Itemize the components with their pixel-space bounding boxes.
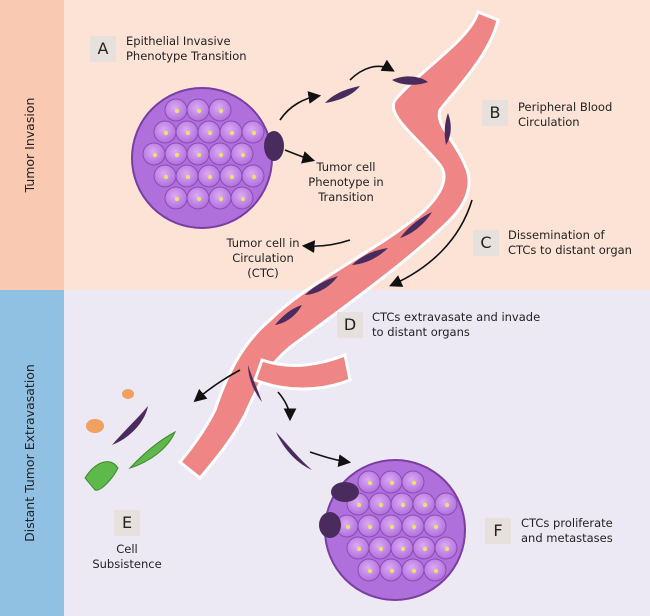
step-b-line2: Circulation: [518, 115, 580, 129]
subsistence-cells: [84, 389, 177, 491]
step-f-line1: CTCs proliferate: [521, 516, 613, 530]
step-c-badge: C: [473, 230, 499, 256]
primary-tumor: [131, 87, 284, 229]
circulation-callout-line2: Circulation: [232, 251, 294, 265]
step-d-line2: to distant organs: [372, 325, 470, 339]
step-f-line2: and metastases: [521, 531, 613, 545]
step-c-line2: CTCs to distant organ: [508, 243, 632, 257]
step-c-text: Dissemination of CTCs to distant organ: [508, 228, 632, 258]
step-a-line2: Phenotype Transition: [126, 49, 247, 63]
step-b-line1: Peripheral Blood: [518, 100, 613, 114]
step-e-line1: Cell: [116, 542, 138, 556]
step-d-line1: CTCs extravasate and invade: [372, 310, 541, 324]
transition-callout-line3: Transition: [318, 190, 374, 204]
circulation-callout: Tumor cell in Circulation (CTC): [218, 236, 308, 281]
step-b-badge: B: [482, 100, 508, 126]
circulation-callout-line3: (CTC): [247, 266, 279, 280]
step-a-text: Epithelial Invasive Phenotype Transition: [126, 34, 247, 64]
circulation-callout-line1: Tumor cell in: [226, 236, 300, 250]
step-b-text: Peripheral Blood Circulation: [518, 100, 612, 130]
step-f-text: CTCs proliferate and metastases: [521, 516, 613, 546]
extravasation-sidebar: [0, 290, 64, 616]
step-e-line2: Subsistence: [92, 557, 162, 571]
step-f-badge: F: [485, 518, 511, 544]
ctc-cells: [248, 76, 451, 470]
blood-vessel: [177, 9, 500, 481]
step-d-badge: D: [337, 312, 363, 338]
transition-callout: Tumor cell Phenotype in Transition: [296, 160, 396, 205]
transition-callout-line1: Tumor cell: [316, 160, 376, 174]
step-e-text: Cell Subsistence: [82, 542, 172, 572]
step-c-line1: Dissemination of: [508, 228, 605, 242]
extravasation-band: [0, 290, 650, 616]
metastatic-tumor: [319, 459, 466, 601]
transition-cell: [264, 131, 284, 161]
step-e-badge: E: [114, 510, 140, 536]
tumor-invasion-sidebar: [0, 0, 64, 290]
step-a-badge: A: [90, 36, 116, 62]
step-a-line1: Epithelial Invasive: [126, 34, 231, 48]
arrows: [193, 59, 473, 467]
step-d-text: CTCs extravasate and invade to distant o…: [372, 310, 540, 340]
transition-callout-line2: Phenotype in: [308, 175, 384, 189]
